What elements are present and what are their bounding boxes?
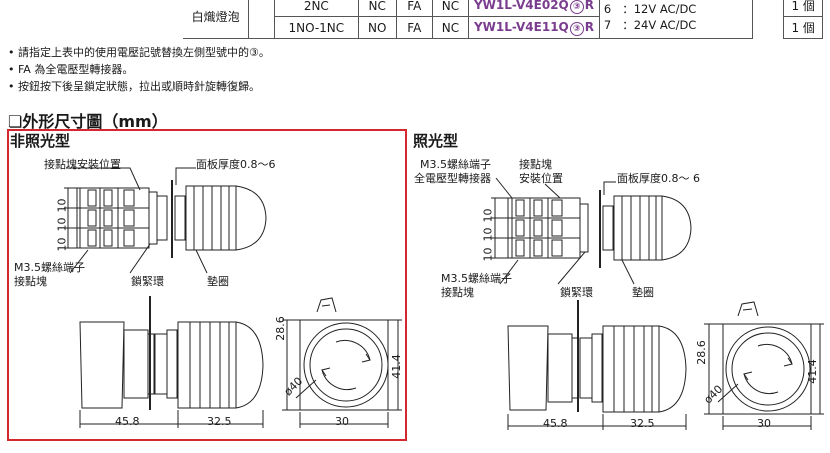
note-item: • FA 為全電壓型轉接器。 xyxy=(8,63,134,76)
label-terminal: M3.5螺絲端子 xyxy=(420,158,491,171)
label-lock-nut: 鎖緊環 xyxy=(131,275,164,288)
label-washer: 墊圈 xyxy=(632,286,654,299)
label-block-position-2: 安裝位置 xyxy=(519,172,563,185)
right-title: 照光型 xyxy=(413,132,459,150)
section-title: ❏外形尺寸圖（mm） xyxy=(8,112,168,131)
label-panel-thickness: 面板厚度0.8～6 xyxy=(196,158,276,171)
note-item: • 請指定上表中的使用電壓記號替換左側型號中的③。 xyxy=(8,46,270,59)
label-terminal-2: M3.5螺絲端子 xyxy=(441,272,512,285)
label-washer: 墊圈 xyxy=(207,275,229,288)
non-illuminated-frame xyxy=(7,129,407,441)
label-contact-block: 接點塊 xyxy=(441,286,474,299)
left-title: 非照光型 xyxy=(10,132,71,150)
label-block-position: 接點塊 xyxy=(519,158,552,171)
label-terminal: M3.5螺絲端子 xyxy=(14,261,85,274)
label-panel-thickness: 面板厚度0.8～ 6 xyxy=(617,172,700,185)
label-lock-nut: 鎖緊環 xyxy=(560,286,593,299)
lamp-type-cell: 白熾燈泡 xyxy=(183,0,250,39)
notes: • 請指定上表中的使用電壓記號替換左側型號中的③。 • FA 為全電壓型轉接器。… xyxy=(8,44,270,95)
label-adapter: 全電壓型轉接器 xyxy=(414,172,491,185)
note-item: • 按鈕按下後呈鎖定狀態，拉出或順時針旋轉復歸。 xyxy=(8,80,260,93)
voltage-cell: 6 ：12V AC/DC 7 ：24V AC/DC xyxy=(598,0,754,39)
label-contact-block: 接點塊 xyxy=(14,275,47,288)
